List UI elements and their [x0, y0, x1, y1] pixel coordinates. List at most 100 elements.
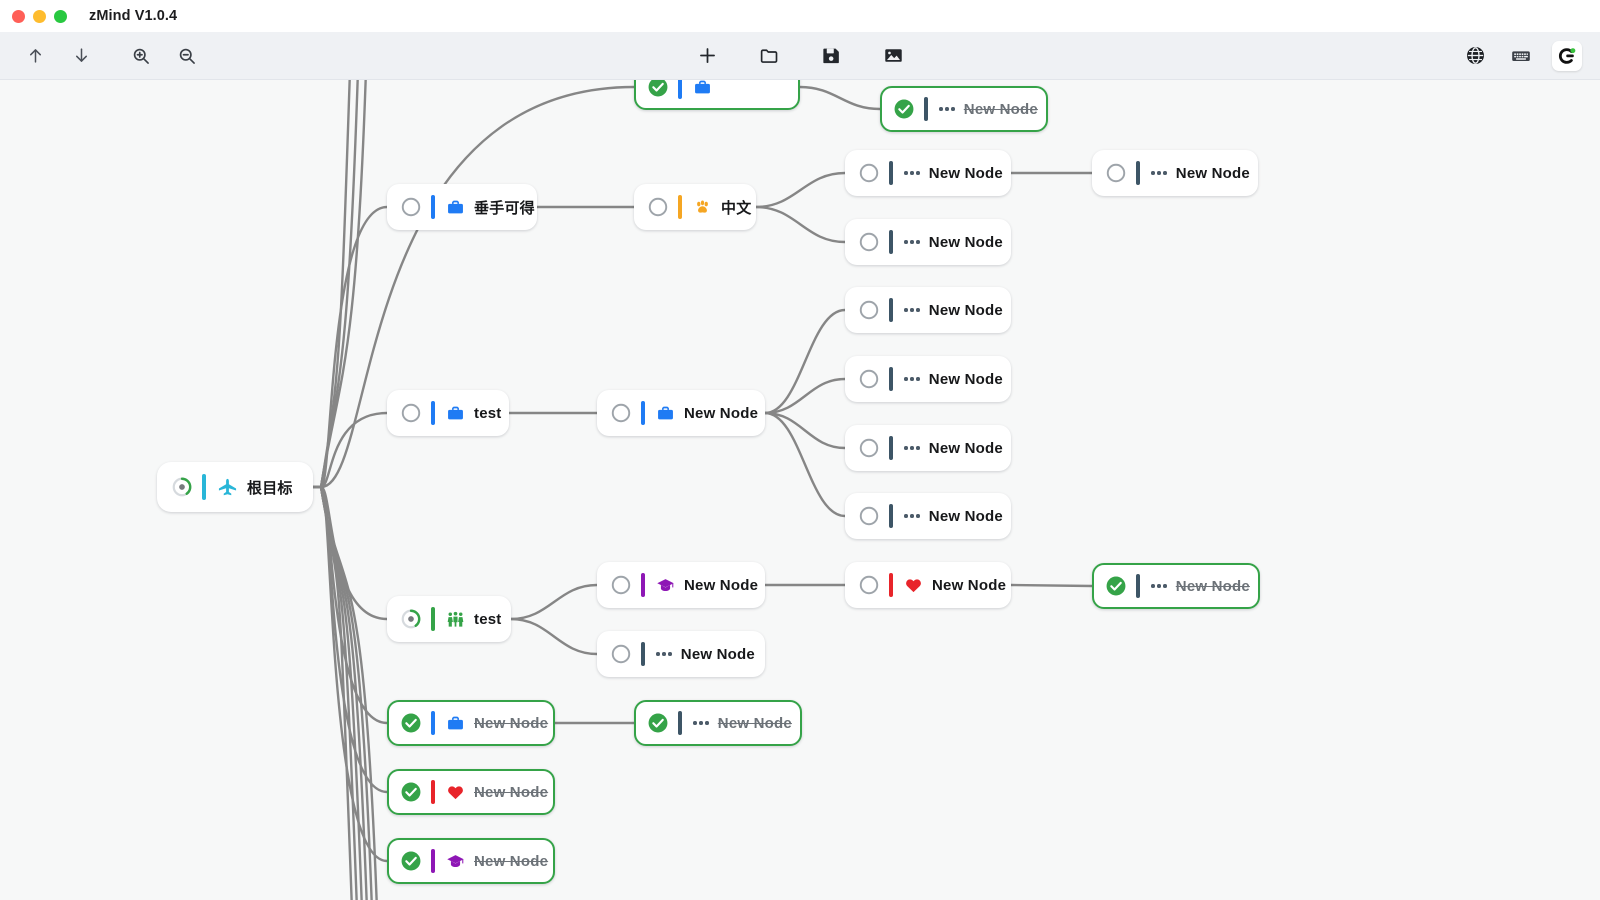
briefcase-icon — [448, 200, 463, 213]
mindmap-node[interactable]: 中文 — [634, 184, 756, 230]
node-label: New Node — [928, 439, 1003, 457]
add-node-button[interactable] — [692, 41, 722, 71]
node-color-bar — [678, 195, 682, 219]
globe-icon — [1466, 47, 1484, 64]
status-done-icon[interactable] — [400, 712, 422, 734]
zoom-in-button[interactable] — [126, 41, 156, 71]
node-label: New Node — [474, 714, 549, 732]
mindmap-node[interactable]: New Node — [597, 631, 765, 677]
briefcase-icon — [448, 406, 463, 419]
status-todo-icon[interactable] — [400, 196, 422, 218]
mindmap-node[interactable]: New Node — [597, 390, 765, 436]
mindmap-node[interactable] — [634, 80, 800, 110]
mindmap-node[interactable]: New Node — [1092, 150, 1258, 196]
move-down-button[interactable] — [66, 41, 96, 71]
move-up-button[interactable] — [20, 41, 50, 71]
status-todo-icon[interactable] — [858, 299, 880, 321]
status-todo-icon[interactable] — [610, 574, 632, 596]
mindmap-edge — [305, 205, 389, 489]
minimize-window-button[interactable] — [33, 9, 46, 23]
status-done-icon[interactable] — [647, 80, 669, 98]
node-label: New Node — [717, 714, 792, 732]
node-color-bar — [678, 80, 682, 99]
mindmap-root-node[interactable]: 根目标 — [157, 462, 313, 512]
toolbar-right-group — [1460, 40, 1582, 71]
status-todo-icon[interactable] — [858, 231, 880, 253]
mindmap-node[interactable]: New Node — [845, 562, 1011, 608]
status-done-icon[interactable] — [1105, 575, 1127, 597]
node-type-icon — [446, 610, 465, 629]
status-in-progress-icon[interactable] — [171, 476, 193, 498]
status-todo-icon[interactable] — [610, 402, 632, 424]
mindmap-node[interactable]: New Node — [597, 562, 765, 608]
window-controls — [12, 9, 67, 23]
dots-icon — [904, 240, 920, 244]
dots-icon — [904, 377, 920, 381]
briefcase-icon — [695, 80, 710, 93]
node-label: New Node — [932, 576, 1007, 594]
mindmap-node[interactable]: New Node — [1092, 563, 1260, 609]
status-done-icon[interactable] — [400, 850, 422, 872]
dots-icon — [939, 107, 955, 111]
mindmap-node[interactable]: New Node — [387, 769, 555, 815]
mindmap-node[interactable]: test — [387, 390, 509, 436]
mindmap-node[interactable]: New Node — [387, 700, 555, 746]
node-color-bar — [889, 230, 893, 254]
app-logo-icon — [1559, 47, 1576, 64]
mindmap-node[interactable]: New Node — [845, 425, 1011, 471]
node-label: New Node — [684, 404, 759, 422]
mindmap-node[interactable]: New Node — [634, 700, 802, 746]
mindmap-edge — [763, 411, 847, 518]
status-in-progress-icon[interactable] — [400, 608, 422, 630]
mindmap-node[interactable]: test — [387, 596, 511, 642]
status-todo-icon[interactable] — [647, 196, 669, 218]
node-color-bar — [889, 367, 893, 391]
title-bar: zMind V1.0.4 — [0, 0, 1600, 32]
status-todo-icon[interactable] — [858, 437, 880, 459]
export-image-button[interactable] — [878, 41, 908, 71]
dots-icon — [656, 652, 672, 656]
zoom-out-button[interactable] — [172, 41, 202, 71]
mindmap-node[interactable]: New Node — [845, 356, 1011, 402]
status-done-icon[interactable] — [400, 781, 422, 803]
mindmap-node[interactable]: New Node — [845, 150, 1011, 196]
node-color-bar — [924, 97, 928, 121]
node-label: New Node — [474, 852, 549, 870]
node-color-bar — [431, 195, 435, 219]
mindmap-node[interactable]: New Node — [845, 493, 1011, 539]
close-window-button[interactable] — [12, 9, 25, 23]
status-todo-icon[interactable] — [858, 505, 880, 527]
maximize-window-button[interactable] — [54, 9, 67, 23]
mindmap-node[interactable]: New Node — [880, 86, 1048, 132]
node-label: test — [474, 404, 502, 422]
status-todo-icon[interactable] — [858, 162, 880, 184]
open-file-button[interactable] — [754, 41, 784, 71]
app-logo-button[interactable] — [1552, 40, 1582, 71]
status-todo-icon[interactable] — [400, 402, 422, 424]
mindmap-node[interactable]: New Node — [387, 838, 555, 884]
node-label: test — [474, 610, 502, 628]
node-type-icon — [446, 198, 465, 217]
dots-icon — [1151, 584, 1167, 588]
status-todo-icon[interactable] — [858, 368, 880, 390]
status-done-icon[interactable] — [893, 98, 915, 120]
dots-icon — [904, 171, 920, 175]
mindmap-node[interactable]: 垂手可得 — [387, 184, 537, 230]
heart-icon — [448, 785, 463, 799]
node-label: 根目标 — [247, 479, 293, 497]
node-color-bar — [889, 298, 893, 322]
language-button[interactable] — [1460, 41, 1490, 71]
status-todo-icon[interactable] — [610, 643, 632, 665]
node-label: New Node — [928, 370, 1003, 388]
status-todo-icon[interactable] — [858, 574, 880, 596]
status-todo-icon[interactable] — [1105, 162, 1127, 184]
node-color-bar — [1136, 574, 1140, 598]
status-done-icon[interactable] — [647, 712, 669, 734]
mindmap-node[interactable]: New Node — [845, 219, 1011, 265]
save-button[interactable] — [816, 41, 846, 71]
mindmap-canvas[interactable]: 根目标 New Node 垂手可得 — [0, 80, 1600, 900]
mindmap-node[interactable]: New Node — [845, 287, 1011, 333]
node-type-icon — [446, 404, 465, 423]
shortcuts-button[interactable] — [1506, 41, 1536, 71]
paw-icon — [697, 200, 708, 213]
